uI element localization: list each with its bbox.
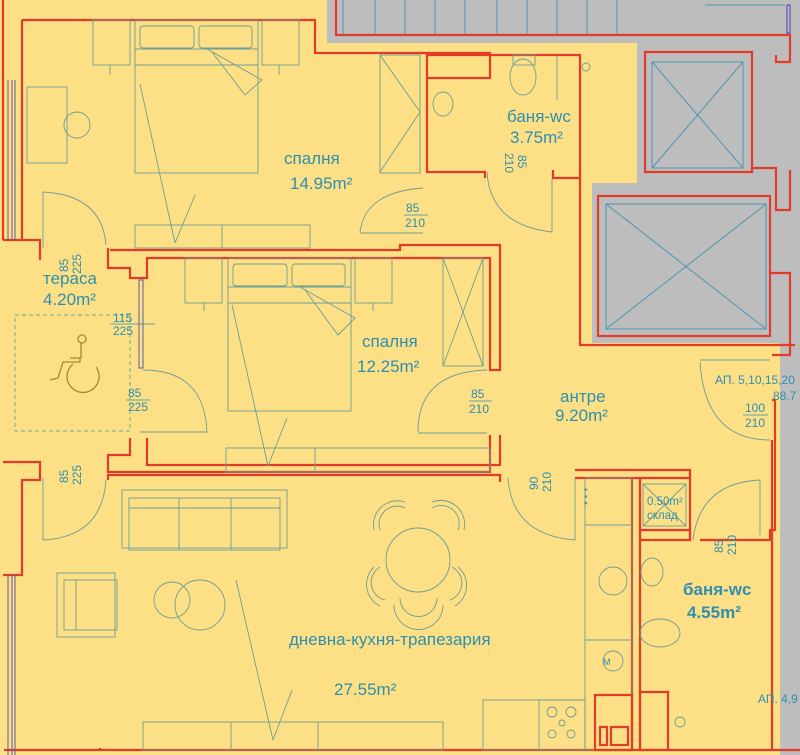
svg-text:85: 85 bbox=[471, 387, 485, 401]
shaft-lower bbox=[596, 194, 772, 338]
svg-text:225: 225 bbox=[113, 324, 133, 338]
svg-text:225: 225 bbox=[70, 465, 84, 485]
dim-terrace-bedroom2-door: 85 225 bbox=[126, 386, 150, 414]
bed-bedroom2 bbox=[140, 257, 491, 473]
hall-elements bbox=[507, 359, 771, 541]
terrace-name: тераса bbox=[43, 269, 97, 288]
dim-terrace-window: 115 225 bbox=[110, 311, 155, 338]
dim-entrance-door: 100 210 bbox=[743, 401, 768, 430]
common-area bbox=[327, 0, 800, 755]
svg-text:85: 85 bbox=[515, 155, 529, 169]
hall-name: антре bbox=[560, 387, 606, 406]
svg-text:210: 210 bbox=[540, 472, 554, 492]
svg-text:210: 210 bbox=[725, 535, 739, 555]
svg-text:85: 85 bbox=[712, 539, 726, 553]
svg-text:115: 115 bbox=[113, 311, 132, 325]
hall-area: 9.20m² bbox=[555, 406, 608, 425]
svg-text:85: 85 bbox=[57, 258, 71, 272]
room-labels: спалня 14.95m² баня-wc 3.75m² тераса 4.2… bbox=[43, 107, 798, 706]
svg-text:85: 85 bbox=[128, 386, 142, 400]
dim-living-door: 90 210 bbox=[527, 472, 554, 492]
svg-text:100: 100 bbox=[745, 401, 765, 415]
dim-terrace-bottom-door: 85 225 bbox=[57, 465, 84, 485]
svg-text:85: 85 bbox=[406, 201, 420, 215]
svg-text:210: 210 bbox=[502, 153, 516, 173]
bedroom1-area: 14.95m² bbox=[290, 174, 353, 193]
svg-text:210: 210 bbox=[405, 216, 425, 230]
svg-text:210: 210 bbox=[745, 416, 765, 430]
apartment-label-lower: АП. 4,9 bbox=[758, 692, 798, 706]
dim-bath1-door: 85 210 bbox=[502, 153, 529, 173]
svg-text:85: 85 bbox=[57, 469, 71, 483]
apartment-area-main: 88.7 bbox=[773, 389, 797, 403]
door-dimensions: 85 210 115 225 85 225 85 210 100 210 85 … bbox=[57, 153, 768, 555]
windows bbox=[7, 80, 144, 755]
bath2-area: 4.55m² bbox=[687, 603, 741, 622]
svg-text:225: 225 bbox=[128, 400, 148, 414]
apartment-label-main: АП. 5,10,15,20 bbox=[715, 373, 795, 387]
bath1-name: баня-wc bbox=[507, 107, 571, 126]
living-area: 27.55m² bbox=[334, 680, 397, 699]
storage-area: 0.50m² bbox=[647, 496, 683, 508]
bedroom2-area: 12.25m² bbox=[357, 357, 420, 376]
dim-bedroom1-door: 85 210 bbox=[404, 201, 428, 230]
dim-bedroom2-door: 85 210 bbox=[469, 387, 492, 416]
living-name: дневна-кухня-трапезария bbox=[289, 630, 491, 649]
svg-text:210: 210 bbox=[469, 402, 489, 416]
svg-text:225: 225 bbox=[70, 254, 84, 274]
oven-symbol: M bbox=[603, 657, 611, 667]
bed-bedroom1 bbox=[26, 19, 421, 249]
bedroom2-name: спалня bbox=[362, 332, 418, 351]
svg-text:90: 90 bbox=[527, 476, 541, 490]
wheelchair-icon bbox=[49, 334, 100, 394]
dim-bath2-door: 85 210 bbox=[712, 535, 739, 555]
stars-symbol: * * * bbox=[583, 488, 594, 505]
storage-name: склад bbox=[647, 510, 678, 522]
terrace-area: 4.20m² bbox=[43, 290, 96, 309]
bedroom1-name: спалня bbox=[284, 149, 340, 168]
shaft-upper bbox=[643, 50, 754, 174]
bath2-name: баня-wc bbox=[683, 580, 751, 599]
terrace-elements bbox=[14, 191, 131, 541]
dim-terrace-top-door: 85 225 bbox=[57, 254, 84, 274]
bath1-fixtures bbox=[359, 54, 591, 234]
kitchen-walls bbox=[593, 690, 670, 752]
bath1-area: 3.75m² bbox=[510, 128, 563, 147]
